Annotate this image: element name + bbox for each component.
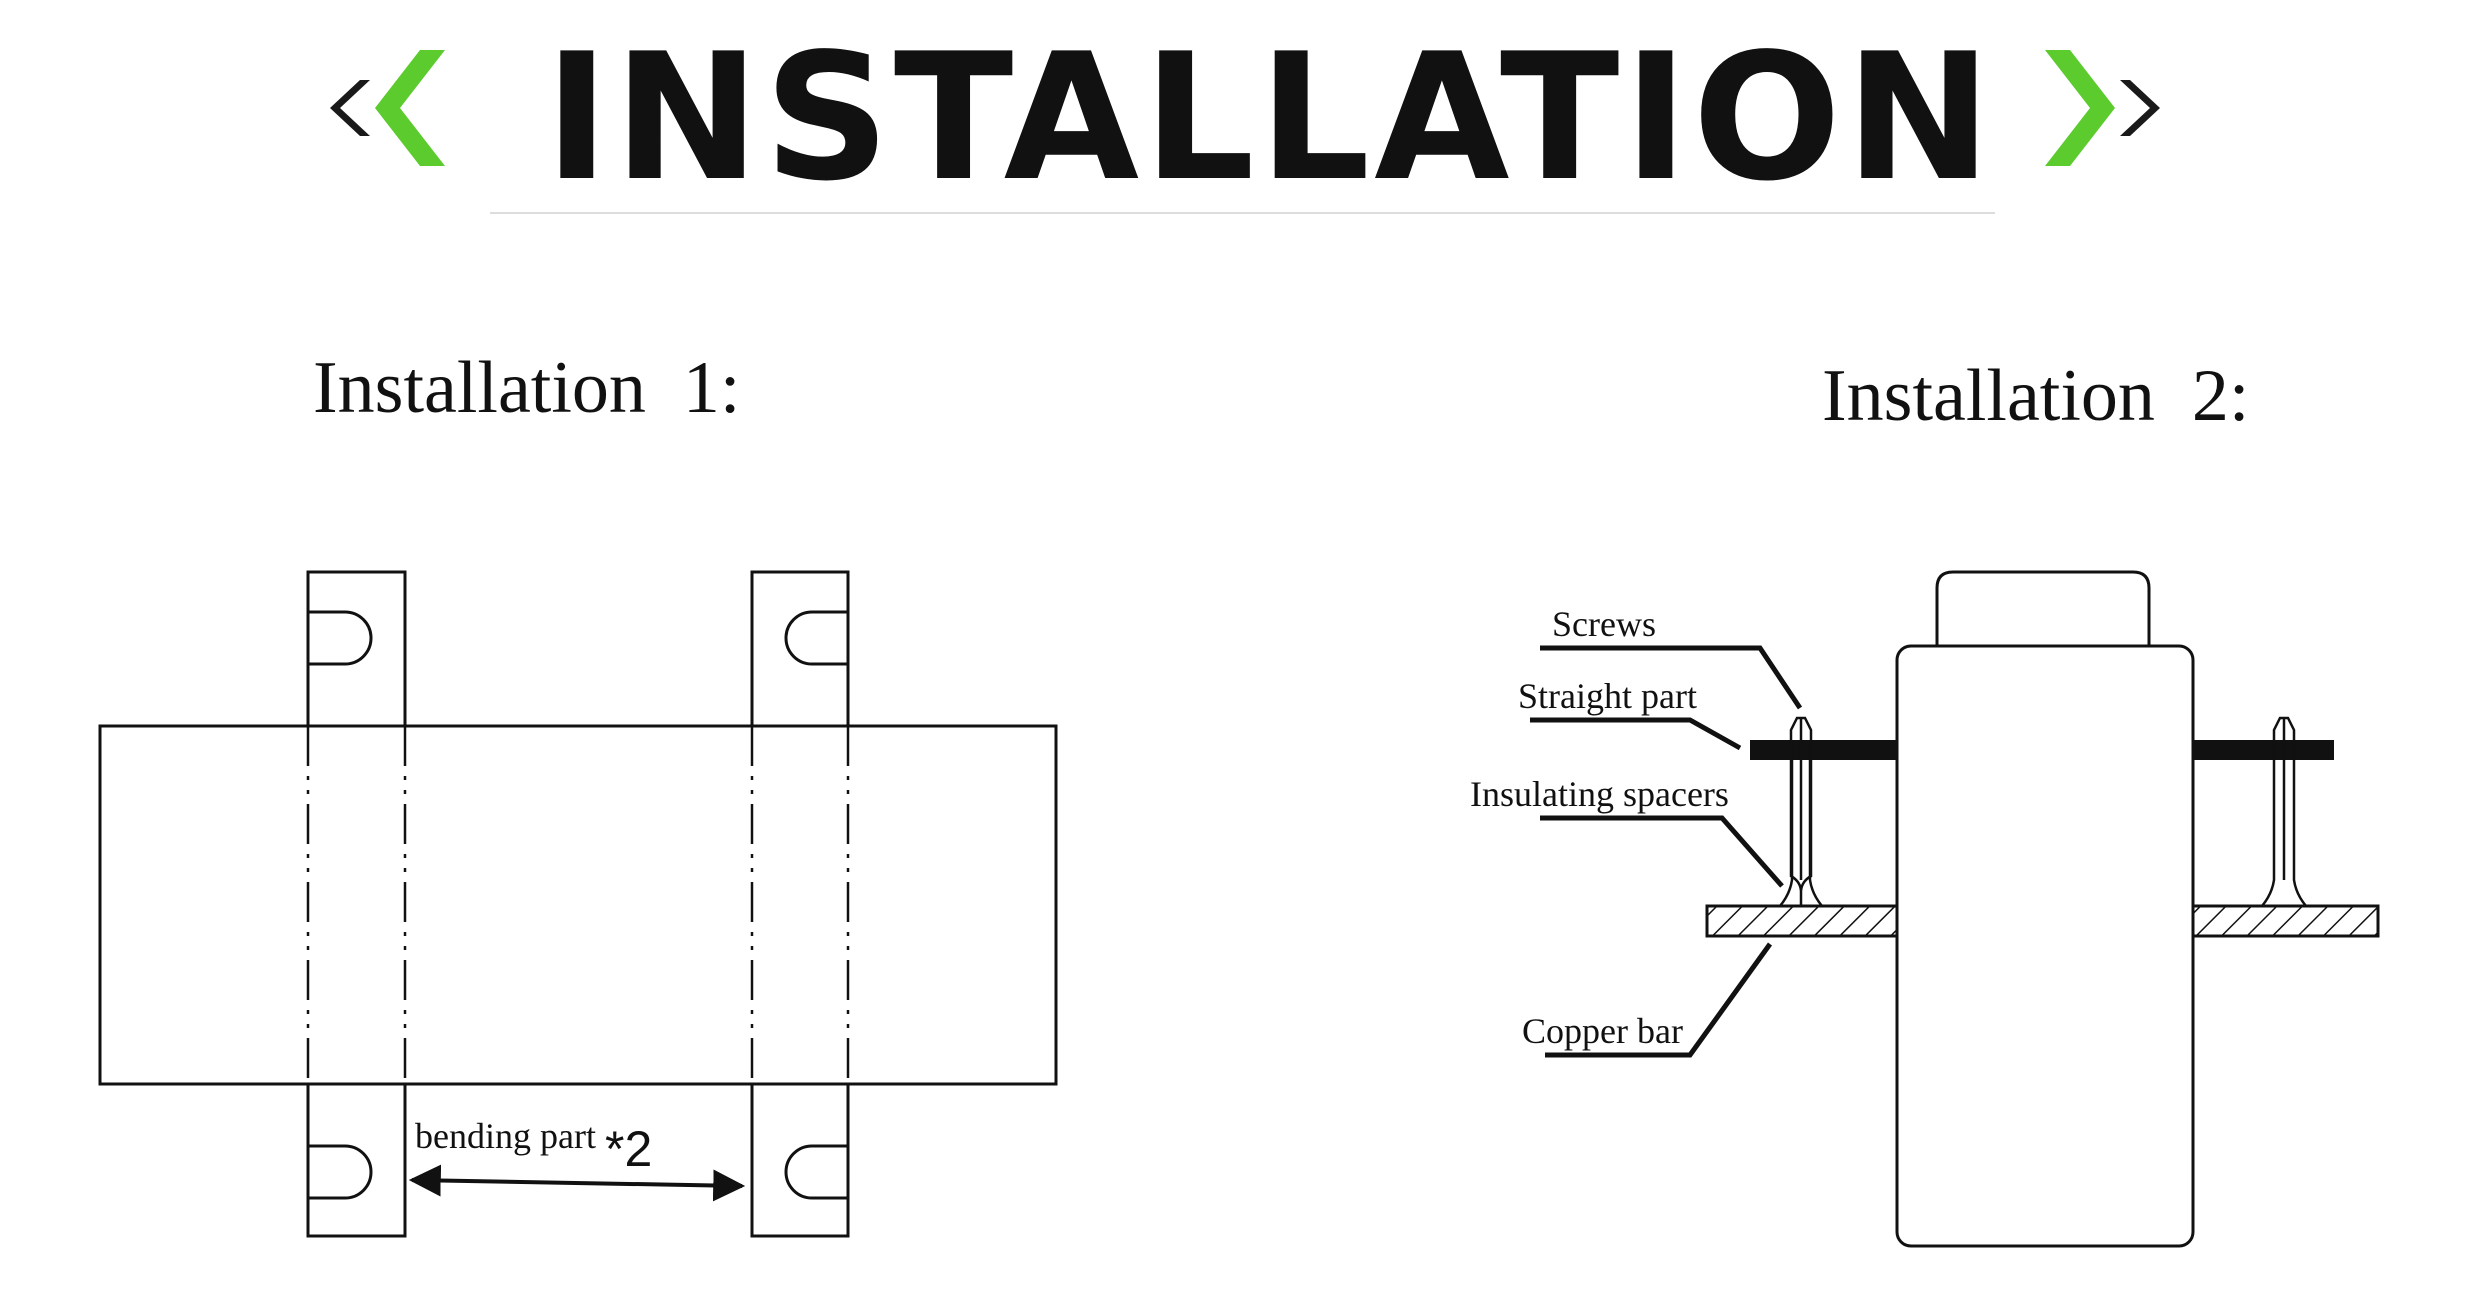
- copper-bar-label: Copper bar: [1522, 1011, 1683, 1051]
- screws-leader: [1540, 645, 1803, 710]
- bending-part-arrow: [408, 1164, 746, 1202]
- installation-2: Installation 2: Screws: [1470, 355, 2380, 1248]
- straight-part-bar-left: [1750, 740, 1897, 760]
- bending-part-multiplier: *2: [605, 1121, 652, 1177]
- screw-left: [1779, 716, 1823, 907]
- transformer-cap: [1935, 570, 2151, 646]
- straight-part-leader: [1530, 717, 1742, 751]
- transformer-body-2: [1895, 644, 2195, 1248]
- installation-2-heading: Installation 2:: [1822, 355, 2250, 437]
- chevron-left-icon: [330, 50, 445, 166]
- copper-bar-leader: [1545, 942, 1773, 1058]
- page-title: INSTALLATION: [544, 17, 1995, 220]
- screw-right: [2261, 716, 2307, 907]
- straight-part-bar-right: [2193, 740, 2334, 760]
- spacers-leader: [1540, 815, 1784, 888]
- bracket-right: [750, 570, 850, 1238]
- bending-part-label: bending part: [415, 1116, 596, 1156]
- transformer-body: [98, 724, 1058, 1086]
- copper-bar: [1705, 904, 2380, 938]
- bracket-left: [306, 570, 407, 1238]
- screws-label: Screws: [1552, 604, 1656, 644]
- chevron-right-icon: [2045, 50, 2160, 166]
- header: INSTALLATION: [330, 17, 2160, 220]
- insulating-spacers-label: Insulating spacers: [1470, 774, 1729, 814]
- installation-1: Installation 1: bending part *2: [98, 347, 1058, 1238]
- installation-1-heading: Installation 1:: [313, 347, 741, 429]
- straight-part-label: Straight part: [1518, 676, 1697, 716]
